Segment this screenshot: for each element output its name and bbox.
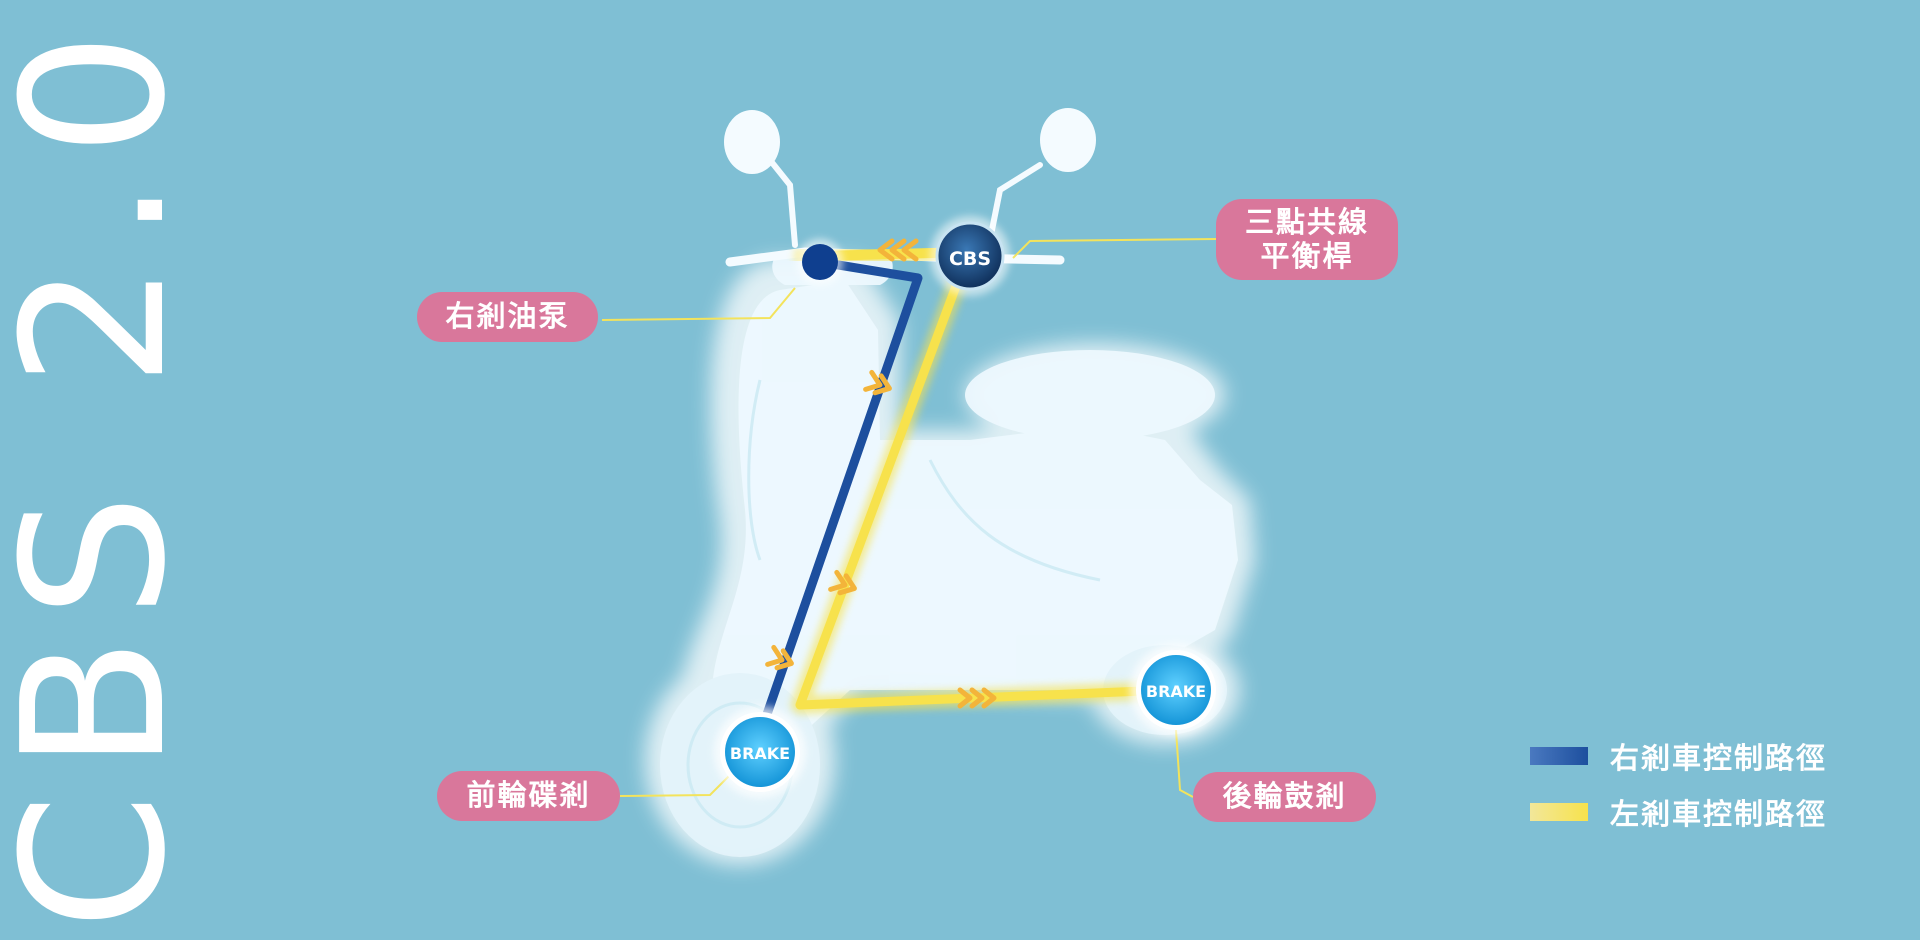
label-right-brake-pump: 右剎油泵 bbox=[417, 292, 598, 342]
right-brake-pump-node bbox=[797, 239, 843, 285]
label-rear-drum-brake: 後輪鼓剎 bbox=[1193, 772, 1376, 822]
legend-swatch-blue bbox=[1530, 747, 1588, 765]
label-balance-bar: 三點共線 平衡桿 bbox=[1216, 199, 1398, 280]
legend-label-left: 左剎車控制路徑 bbox=[1610, 797, 1828, 831]
label-balance-bar-line1: 三點共線 bbox=[1244, 205, 1369, 240]
label-right-brake-pump-text: 右剎油泵 bbox=[445, 299, 570, 334]
legend-swatch-yellow bbox=[1530, 803, 1588, 821]
label-balance-bar-line2: 平衡桿 bbox=[1260, 238, 1354, 273]
chevron-arrow-icon bbox=[765, 238, 997, 709]
legend-label-right: 右剎車控制路徑 bbox=[1610, 741, 1828, 775]
legend-item-left-path: 左剎車控制路徑 bbox=[1530, 791, 1827, 833]
front-brake-label: BRAKE bbox=[730, 744, 790, 763]
rear-brake-label: BRAKE bbox=[1146, 682, 1206, 701]
cbs-node-label: CBS bbox=[949, 248, 991, 270]
rear-brake-node: BRAKE bbox=[1130, 644, 1222, 736]
front-brake-node: BRAKE bbox=[714, 706, 806, 798]
label-front-disc-brake: 前輪碟剎 bbox=[437, 771, 620, 821]
right-brake-path bbox=[760, 257, 923, 725]
legend-item-right-path: 右剎車控制路徑 bbox=[1530, 735, 1827, 777]
cbs-node: CBS bbox=[930, 216, 1010, 296]
label-rear-drum-text: 後輪鼓剎 bbox=[1222, 779, 1347, 814]
label-front-disc-text: 前輪碟剎 bbox=[466, 778, 591, 813]
